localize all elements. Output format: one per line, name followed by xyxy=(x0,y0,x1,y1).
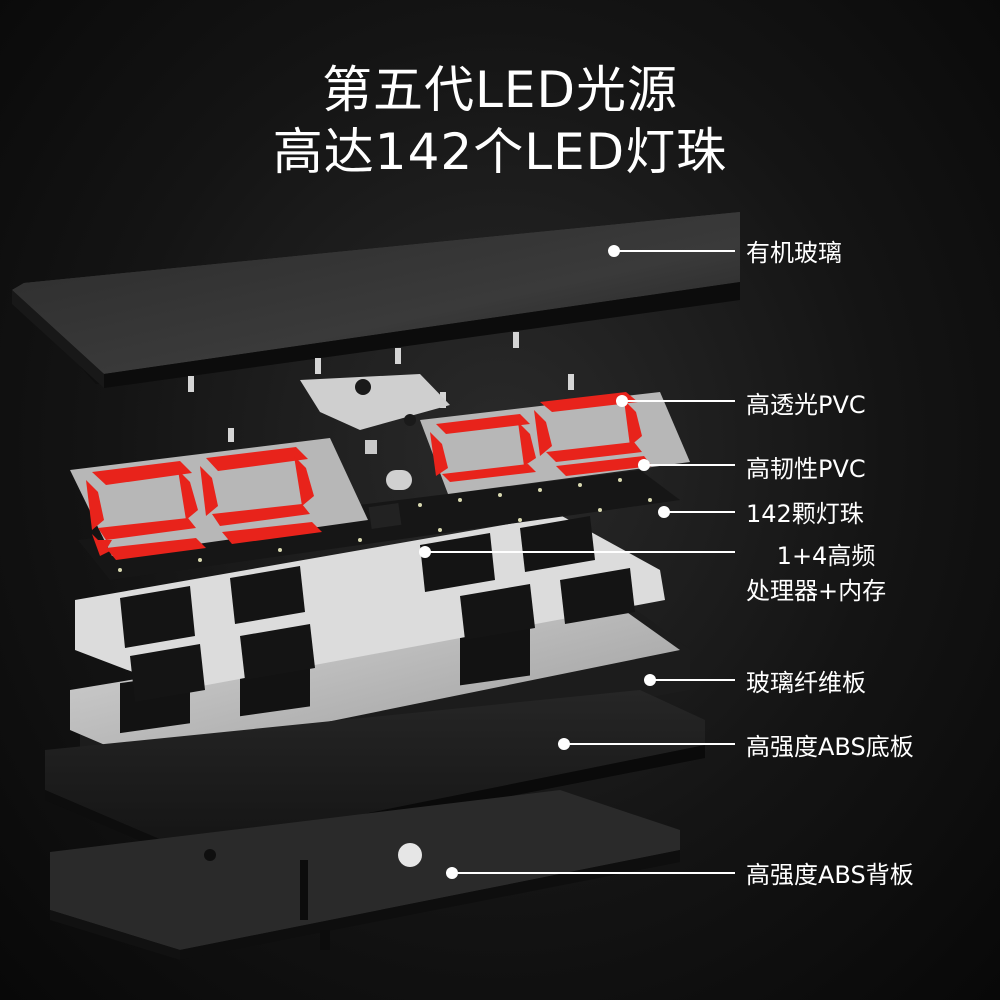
callout-led-beads: 142颗灯珠 xyxy=(746,500,864,528)
callout-tough-pvc: 高韧性PVC xyxy=(746,455,866,483)
colon-plate xyxy=(300,374,450,490)
callout-processor-line-1: 1+4高频 xyxy=(776,542,876,570)
acrylic-case xyxy=(12,212,740,388)
callout-clear-pvc: 高透光PVC xyxy=(746,391,866,419)
callout-acrylic: 有机玻璃 xyxy=(746,239,842,267)
abs-back-plate xyxy=(50,790,680,960)
fiberglass-board-front xyxy=(75,515,665,702)
callout-fiberglass: 玻璃纤维板 xyxy=(746,669,866,697)
title-line-1: 第五代LED光源 xyxy=(322,61,678,119)
callout-abs-back: 高强度ABS背板 xyxy=(746,861,914,889)
callout-abs-base: 高强度ABS底板 xyxy=(746,733,914,761)
led-segment-digits xyxy=(70,392,690,560)
callout-lines xyxy=(419,245,735,879)
pcb-led-board xyxy=(78,470,680,580)
callout-processor-line-2: 处理器+内存 xyxy=(746,577,887,605)
title-line-2: 高达142个LED灯珠 xyxy=(272,123,728,181)
